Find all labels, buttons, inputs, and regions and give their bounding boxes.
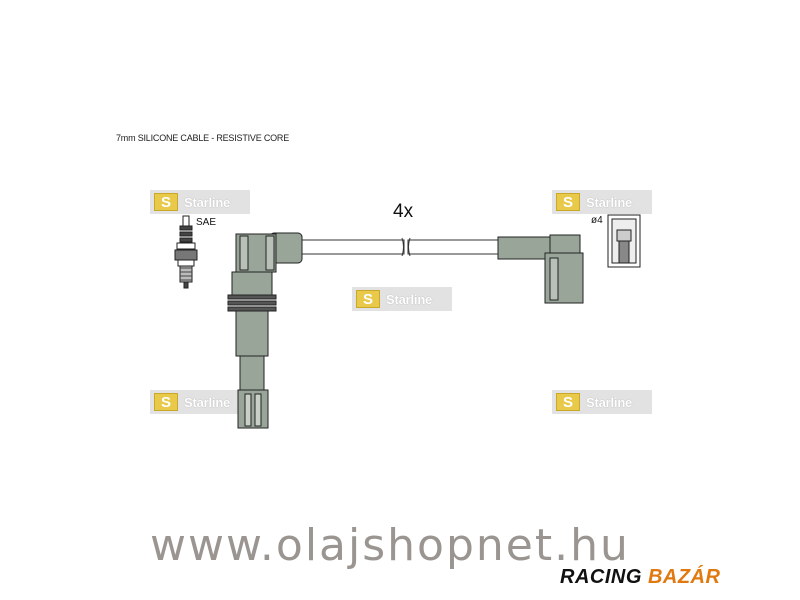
starline-logo-mark: S — [154, 193, 178, 211]
starline-logo-text: Starline — [386, 291, 433, 307]
starline-logo: S Starline — [352, 287, 452, 311]
starline-logo: S Starline — [150, 390, 250, 414]
starline-logo-mark: S — [154, 393, 178, 411]
starline-logo-mark: S — [356, 290, 380, 308]
terminal-label: ø4 — [591, 215, 603, 226]
cable-caption: 7mm SILICONE CABLE - RESISTIVE CORE — [116, 133, 290, 143]
starline-logo: S Starline — [150, 190, 250, 214]
spark-plug-label: SAE — [196, 217, 217, 228]
starline-logo-text: Starline — [586, 194, 633, 210]
starline-logo-mark: S — [556, 193, 580, 211]
brand-part1: RACING — [560, 566, 642, 588]
racing-bazar-logo: RACING BAZÁR — [560, 566, 720, 589]
starline-logo: S Starline — [552, 390, 652, 414]
cable-line — [297, 237, 501, 257]
quantity-label: 4x — [393, 201, 414, 222]
coil-boot — [497, 234, 584, 304]
starline-logo-mark: S — [556, 393, 580, 411]
spark-plug-boot — [227, 232, 303, 429]
starline-logo-text: Starline — [184, 394, 231, 410]
starline-logo-text: Starline — [184, 194, 231, 210]
spark-plug-icon — [174, 215, 198, 289]
brand-part2: BAZÁR — [647, 566, 721, 588]
terminal-icon — [607, 214, 641, 268]
website-watermark: www.olajshopnet.hu — [150, 520, 630, 571]
starline-logo: S Starline — [552, 190, 652, 214]
starline-logo-text: Starline — [586, 394, 633, 410]
